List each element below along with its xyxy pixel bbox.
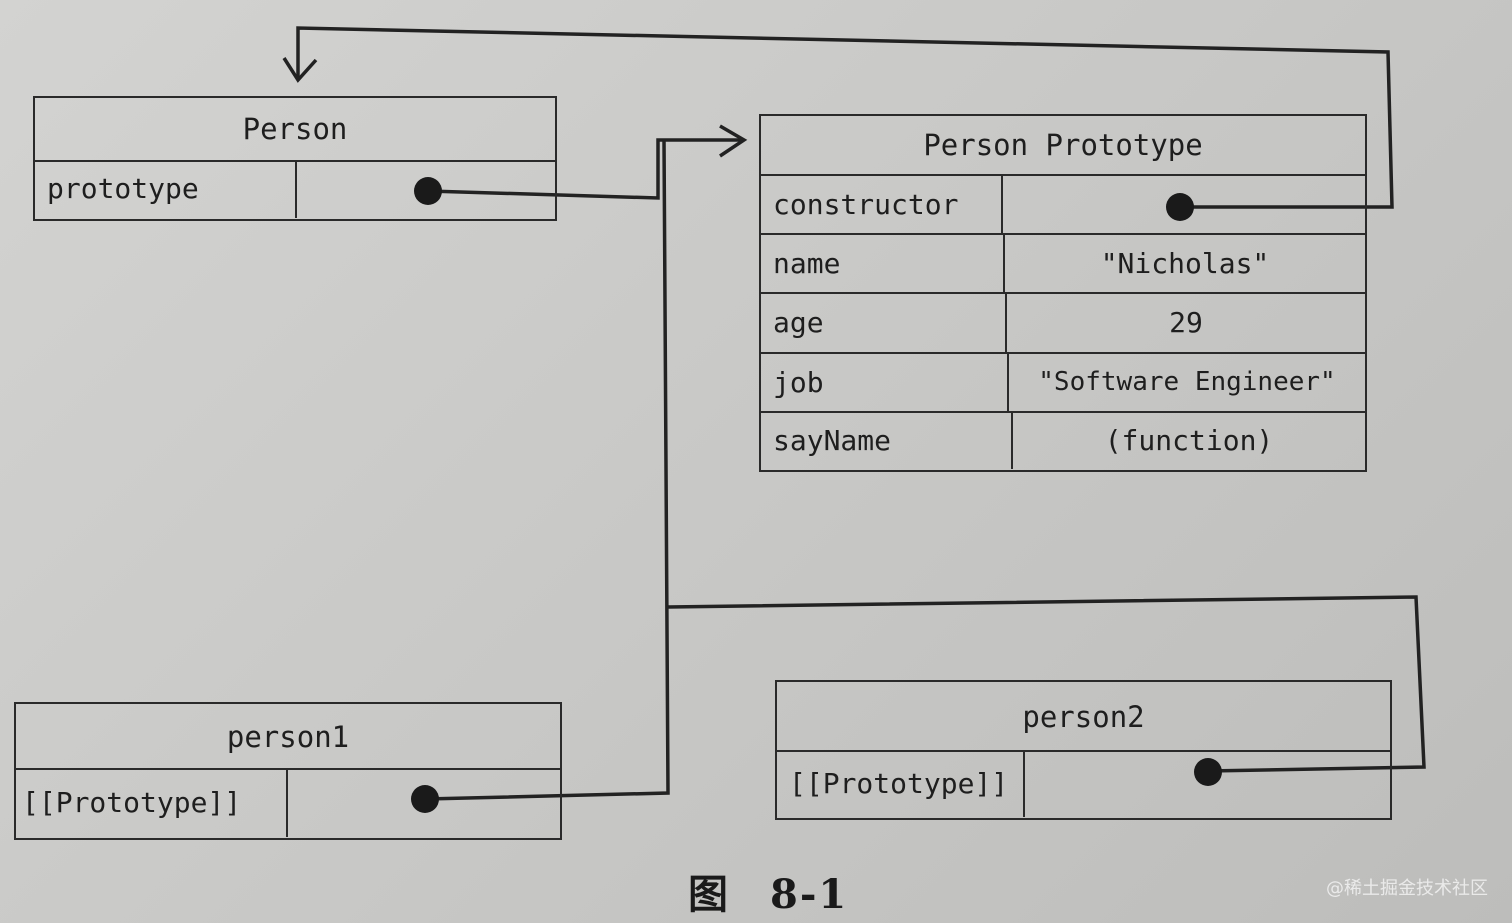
watermark: @稀土掘金技术社区 bbox=[1326, 878, 1488, 899]
arrowhead-proto bbox=[719, 124, 748, 158]
proto-box: Person Prototype constructor name "Nicho… bbox=[759, 114, 1367, 472]
figure-caption: 图 8-1 bbox=[688, 862, 888, 920]
person2-box: person2 [[Prototype]] bbox=[775, 680, 1392, 820]
connector-person1-to-proto bbox=[425, 139, 670, 801]
connector-prototype-to-proto bbox=[427, 138, 742, 200]
person2-prototype-row: [[Prototype]] bbox=[777, 752, 1390, 817]
proto-value-job: "Software Engineer" bbox=[1038, 367, 1336, 397]
proto-value-name: "Nicholas" bbox=[1100, 247, 1270, 280]
person-prototype-pointer bbox=[414, 177, 442, 205]
person2-prototype-key: [[Prototype]] bbox=[777, 752, 1025, 817]
proto-key-name: name bbox=[761, 235, 1005, 292]
person-title: Person bbox=[35, 98, 555, 162]
person-prototype-key: prototype bbox=[35, 162, 297, 218]
person1-prototype-row: [[Prototype]] bbox=[16, 770, 560, 837]
person1-title: person1 bbox=[16, 704, 560, 770]
proto-key-sayname: sayName bbox=[761, 413, 1013, 469]
person1-box: person1 [[Prototype]] bbox=[14, 702, 562, 840]
connector-constructor-to-person bbox=[296, 26, 1394, 209]
person2-prototype-pointer bbox=[1194, 758, 1222, 786]
person-prototype-row: prototype bbox=[35, 162, 555, 218]
proto-value-age: 29 bbox=[1169, 306, 1203, 339]
figure-caption-number: 8-1 bbox=[770, 871, 849, 918]
person-box: Person prototype bbox=[33, 96, 557, 221]
proto-row-name: name "Nicholas" bbox=[761, 235, 1365, 294]
proto-title: Person Prototype bbox=[761, 116, 1365, 176]
proto-row-age: age 29 bbox=[761, 294, 1365, 354]
proto-row-job: job "Software Engineer" bbox=[761, 354, 1365, 413]
proto-key-constructor: constructor bbox=[761, 176, 1003, 233]
proto-value-sayname: (function) bbox=[1104, 424, 1274, 457]
proto-key-age: age bbox=[761, 294, 1007, 352]
figure-caption-char: 图 bbox=[688, 871, 730, 918]
person1-prototype-pointer bbox=[411, 785, 439, 813]
person2-title: person2 bbox=[777, 682, 1390, 752]
connector-person2-to-proto bbox=[667, 595, 1426, 773]
arrowhead-person bbox=[282, 57, 318, 83]
person1-prototype-key: [[Prototype]] bbox=[16, 770, 288, 837]
proto-row-sayname: sayName (function) bbox=[761, 413, 1365, 469]
proto-constructor-pointer bbox=[1166, 193, 1194, 221]
proto-row-constructor: constructor bbox=[761, 176, 1365, 235]
proto-key-job: job bbox=[761, 354, 1009, 411]
